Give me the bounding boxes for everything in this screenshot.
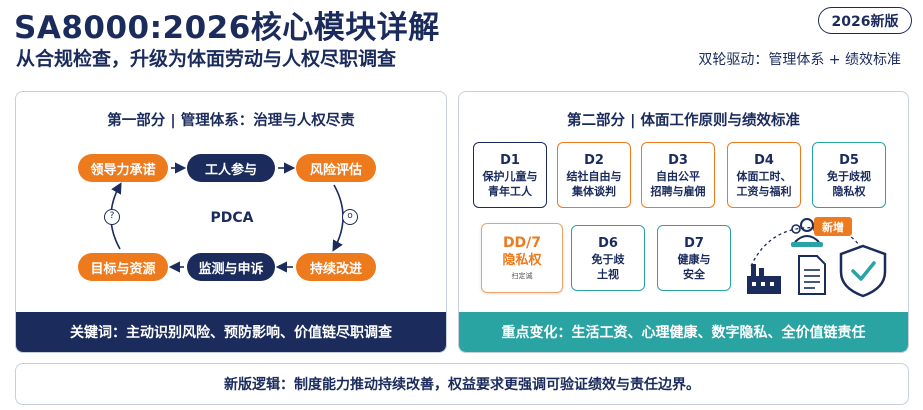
card-d1-code: D1 [500, 152, 520, 168]
people-icon [791, 218, 823, 247]
card-d4-name-line2: 工资与福利 [736, 184, 792, 198]
page-title: SA8000:2026核心模块详解 [14, 10, 440, 46]
dashed-arc-left [750, 227, 820, 267]
shield-check-icon [839, 244, 887, 298]
card-d3-name-line2: 招聘与雇佣 [650, 184, 706, 198]
card-d3-code: D3 [668, 152, 688, 168]
management-system-panel: 第一部分 | 管理体系：治理与人权尽责 领导力承诺 工人参与 风险评估 PDCA… [15, 91, 447, 353]
card-d4: D4 体面工时、 工资与福利 [727, 142, 801, 208]
card-dd7-note: 扫定诚 [511, 272, 533, 280]
card-d4-name-line1: 体面工时、 [736, 169, 792, 183]
card-d5: D5 免于歧视 隐私权 [812, 142, 886, 208]
dual-drive-label: 双轮驱动：管理体系 + 绩效标准 [698, 52, 901, 68]
card-dd7-name: 隐私权 [502, 253, 542, 268]
card-d7-code: D7 [684, 235, 704, 251]
card-d3: D3 自由公平 招聘与雇佣 [641, 142, 715, 208]
management-keywords-footer: 关键词：主动识别风险、预防影响、价值链尽职调查 [16, 312, 446, 352]
node-leadership-commitment: 领导力承诺 [78, 154, 168, 182]
card-d6: D6 免于歧 土视 [571, 225, 645, 291]
card-d2-code: D2 [584, 152, 604, 168]
cycle-icon-left: ? [104, 209, 120, 225]
card-d2: D2 结社自由与 集体谈判 [557, 142, 631, 208]
card-d6-name-line2: 土视 [597, 267, 619, 281]
card-dd7-code: DD/7 [502, 235, 542, 251]
new-logic-summary: 新版逻辑：制度能力推动持续改善，权益要求更强调可验证绩效与责任边界。 [15, 363, 909, 405]
card-d1-name-line2: 青年工人 [488, 184, 532, 198]
node-goals-resources: 目标与资源 [78, 253, 168, 281]
card-d3-name-line1: 自由公平 [656, 169, 700, 183]
card-d2-name-line2: 集体谈判 [572, 184, 616, 198]
card-d5-code: D5 [839, 152, 859, 168]
card-d7-name-line2: 安全 [683, 267, 705, 281]
key-changes-footer: 重点变化：生活工资、心理健康、数字隐私、全价值链责任 [459, 312, 908, 352]
node-worker-participation: 工人参与 [187, 154, 275, 182]
card-d6-name-line1: 免于歧 [591, 252, 625, 266]
node-continuous-improvement: 持续改进 [296, 253, 376, 281]
node-monitoring-grievance: 监测与申诉 [187, 253, 275, 281]
card-d5-name-line2: 隐私权 [832, 184, 866, 198]
management-system-title: 第一部分 | 管理体系：治理与人权尽责 [107, 113, 355, 129]
document-icon [798, 255, 826, 295]
card-d7-name-line1: 健康与 [677, 252, 711, 266]
value-chain-icons [747, 218, 887, 298]
new-badge: 新增 [814, 217, 852, 236]
card-d1-name-line1: 保护儿童与 [482, 169, 538, 183]
decent-work-title: 第二部分 | 体面工作原则与绩效标准 [567, 113, 800, 129]
card-dd7-privacy: DD/7 隐私权 扫定诚 [481, 223, 563, 293]
card-d7: D7 健康与 安全 [657, 225, 731, 291]
card-d4-code: D4 [754, 152, 774, 168]
version-badge: 2026新版 [818, 7, 912, 34]
decent-work-panel: 第二部分 | 体面工作原则与绩效标准 D1 保护儿童与 青年工人 D2 结社自由… [458, 91, 909, 353]
card-d6-code: D6 [598, 235, 618, 251]
page-subtitle: 从合规检查，升级为体面劳动与人权尽职调查 [16, 48, 397, 70]
card-d1: D1 保护儿童与 青年工人 [473, 142, 547, 208]
node-risk-assessment: 风险评估 [296, 154, 376, 182]
factory-icon [747, 264, 781, 294]
card-d2-name-line1: 结社自由与 [566, 169, 622, 183]
pdca-arrows [110, 162, 344, 273]
cycle-icon-right: o [342, 209, 358, 225]
card-d5-name-line1: 免于歧视 [827, 169, 871, 183]
pdca-label: PDCA [210, 210, 254, 226]
